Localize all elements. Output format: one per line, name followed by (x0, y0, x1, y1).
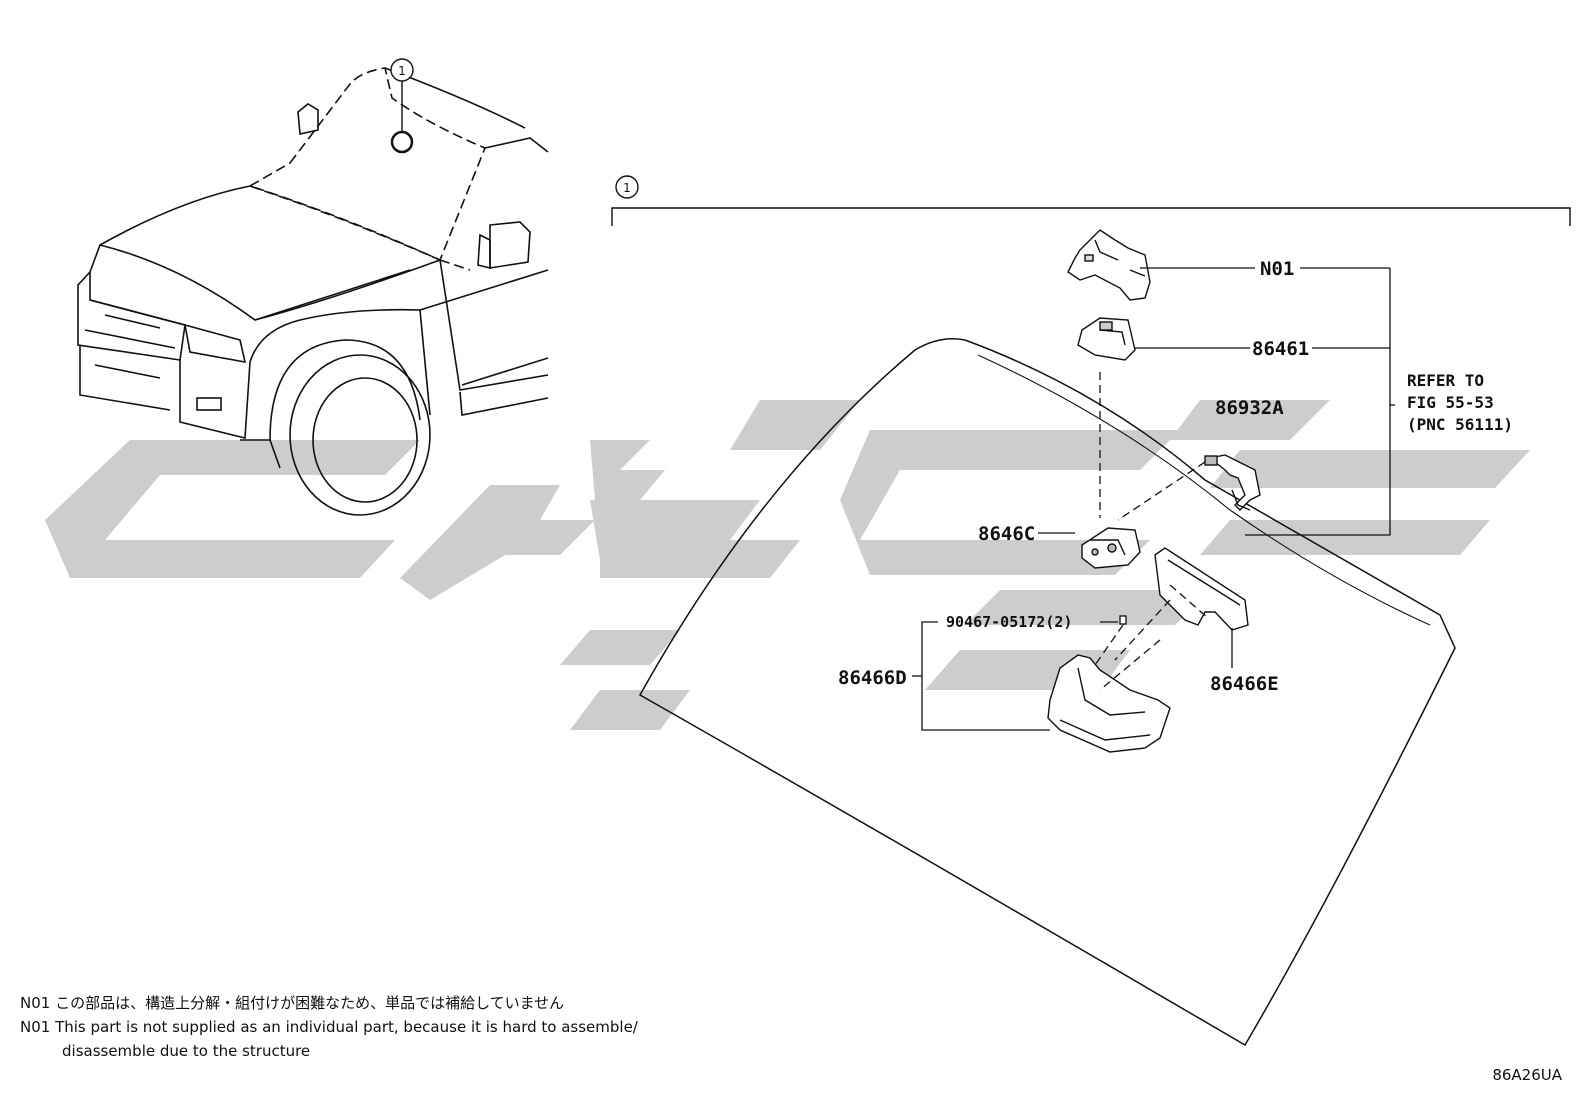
note-japanese: N01 この部品は、構造上分解・組付けが困難なため、単品では補給していません (20, 994, 564, 1012)
vehicle-illustration (77, 67, 549, 516)
label-8646c: 8646C (978, 523, 1035, 545)
vehicle-callout: 1 (390, 58, 414, 154)
note-english-line2: disassemble due to the structure (62, 1042, 310, 1060)
label-86932a: 86932A (1215, 397, 1284, 419)
watermark-logo (45, 400, 1530, 730)
label-90467-05172: 90467-05172(2) (946, 613, 1072, 631)
part-90467-05172 (1119, 615, 1127, 625)
part-86461 (1077, 317, 1136, 361)
part-86466d (1047, 654, 1171, 753)
refer-line1: REFER TO (1407, 371, 1484, 390)
refer-line2: FIG 55-53 (1407, 393, 1494, 412)
leader-lines (912, 267, 1395, 731)
refer-line3: (PNC 56111) (1407, 415, 1513, 434)
part-86932a (1204, 454, 1261, 511)
label-86466d: 86466D (838, 667, 907, 689)
svg-text:1: 1 (398, 64, 406, 78)
group-bracket: 1 (611, 175, 1571, 226)
part-8646c (1081, 527, 1141, 569)
figure-id: 86A26UA (1492, 1066, 1562, 1084)
assembly-lines (1094, 372, 1209, 691)
label-86461: 86461 (1252, 338, 1309, 360)
vehicle-windshield (248, 67, 487, 262)
part-86466e (1154, 547, 1249, 631)
label-86466e: 86466E (1210, 673, 1279, 695)
svg-text:1: 1 (623, 181, 631, 195)
windshield-glass (638, 338, 1456, 1047)
note-english-line1: N01 This part is not supplied as an indi… (20, 1018, 639, 1036)
part-n01 (1067, 229, 1151, 301)
label-n01: N01 (1260, 258, 1294, 280)
